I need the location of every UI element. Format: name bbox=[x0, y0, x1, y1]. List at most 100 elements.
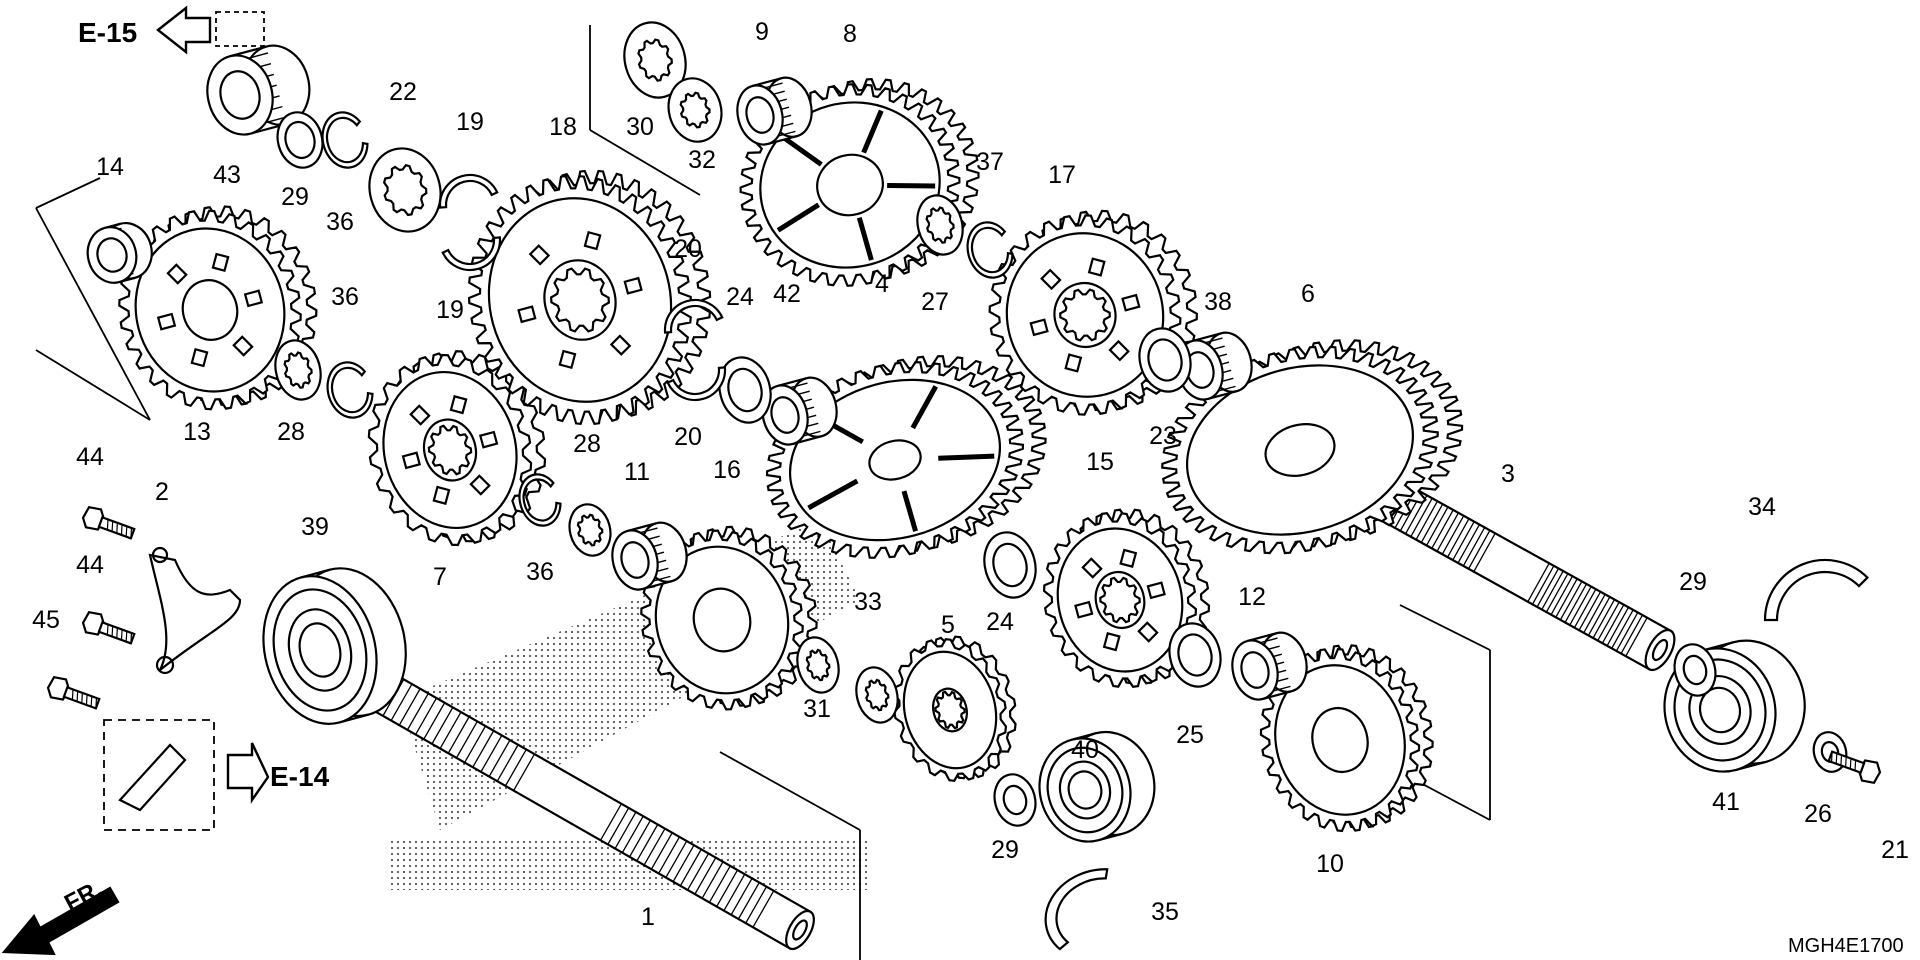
bolt-44-b bbox=[81, 610, 136, 645]
callout-6: 6 bbox=[1301, 280, 1315, 308]
gear-5 bbox=[892, 635, 1017, 782]
callout-39: 39 bbox=[301, 513, 329, 541]
callout-44: 44 bbox=[76, 443, 104, 471]
front-arrow-icon bbox=[1, 886, 120, 956]
callout-43: 43 bbox=[213, 161, 241, 189]
needle-bearing-42 bbox=[761, 376, 838, 446]
washer-24-a bbox=[718, 356, 772, 424]
callout-44: 44 bbox=[76, 551, 104, 579]
callout-10: 10 bbox=[1316, 850, 1344, 878]
callout-28: 28 bbox=[277, 418, 305, 446]
ref-e15-label[interactable]: E-15 bbox=[78, 17, 137, 48]
bushing-14 bbox=[86, 222, 153, 284]
bolt-45 bbox=[46, 675, 101, 710]
washer-22 bbox=[368, 147, 442, 233]
callout-29: 29 bbox=[1679, 568, 1707, 596]
washer-33 bbox=[855, 666, 899, 724]
washer-31 bbox=[796, 636, 840, 694]
callout-38: 38 bbox=[1204, 288, 1232, 316]
callout-26: 26 bbox=[1804, 800, 1832, 828]
gear-7 bbox=[367, 350, 547, 547]
callout-4: 4 bbox=[875, 270, 889, 298]
bearing-39 bbox=[262, 567, 407, 725]
callout-20: 20 bbox=[674, 235, 702, 263]
callout-45: 45 bbox=[32, 606, 60, 634]
callout-28: 28 bbox=[573, 430, 601, 458]
snap-ring-36-b bbox=[326, 361, 374, 419]
callout-23: 23 bbox=[1149, 422, 1177, 450]
stopper-ring-34 bbox=[1763, 558, 1869, 622]
callout-24: 24 bbox=[726, 283, 754, 311]
snap-ring-36-a bbox=[321, 111, 369, 169]
callout-36: 36 bbox=[331, 283, 359, 311]
cylinder-ref-icon bbox=[215, 11, 265, 47]
callout-35: 35 bbox=[1151, 898, 1179, 926]
ref-e14-label[interactable]: E-14 bbox=[270, 761, 330, 792]
callout-32: 32 bbox=[688, 146, 716, 174]
stopper-ring-35 bbox=[1044, 868, 1109, 951]
callout-22: 22 bbox=[389, 78, 417, 106]
bearing-40 bbox=[1038, 730, 1156, 843]
needle-bearing-11 bbox=[611, 521, 688, 591]
countershaft bbox=[1374, 478, 1676, 672]
callout-20: 20 bbox=[674, 423, 702, 451]
callout-16: 16 bbox=[713, 456, 741, 484]
callout-34: 34 bbox=[1748, 493, 1776, 521]
bolt-21 bbox=[1827, 750, 1882, 785]
washer-27 bbox=[916, 194, 964, 256]
callout-17: 17 bbox=[1048, 161, 1076, 189]
callout-19: 19 bbox=[436, 296, 464, 324]
gear-15 bbox=[1042, 508, 1211, 688]
callout-15: 15 bbox=[1086, 448, 1114, 476]
bearing-41 bbox=[1663, 639, 1806, 773]
gear-13 bbox=[118, 205, 318, 411]
callout-29: 29 bbox=[991, 836, 1019, 864]
washer-29-low bbox=[993, 773, 1037, 827]
ref-e14-arrow-icon[interactable] bbox=[226, 742, 270, 804]
callout-41: 41 bbox=[1712, 788, 1740, 816]
callout-27: 27 bbox=[921, 288, 949, 316]
needle-bearing-9 bbox=[736, 76, 813, 146]
half-ring-19-bot bbox=[441, 236, 502, 272]
callout-21: 21 bbox=[1881, 836, 1909, 864]
callout-8: 8 bbox=[843, 20, 857, 48]
callout-37: 37 bbox=[976, 148, 1004, 176]
gear-6 bbox=[1161, 339, 1464, 555]
callout-5: 5 bbox=[941, 611, 955, 639]
callout-19: 19 bbox=[456, 108, 484, 136]
callout-29: 29 bbox=[281, 183, 309, 211]
callout-2: 2 bbox=[155, 478, 169, 506]
bolt-44-a bbox=[81, 505, 136, 540]
gear-16 bbox=[640, 525, 818, 711]
half-ring-20-bot bbox=[666, 366, 727, 402]
diagram-code: MGH4E1700 bbox=[1788, 935, 1904, 957]
shift-arm-2 bbox=[148, 546, 242, 675]
bushing-43 bbox=[206, 44, 311, 136]
washer-28-b bbox=[568, 503, 612, 557]
washer-29-mid bbox=[1673, 643, 1717, 697]
callout-31: 31 bbox=[803, 695, 831, 723]
callout-18: 18 bbox=[549, 113, 577, 141]
callout-3: 3 bbox=[1501, 460, 1515, 488]
washer-26 bbox=[1812, 731, 1848, 773]
callout-42: 42 bbox=[773, 280, 801, 308]
half-ring-20-top bbox=[663, 298, 724, 334]
washer-32 bbox=[667, 77, 723, 143]
callout-14: 14 bbox=[96, 153, 124, 181]
gear-4 bbox=[765, 355, 1047, 559]
needle-bearing-12 bbox=[1231, 631, 1308, 701]
mainshaft bbox=[365, 669, 815, 951]
snap-ring-37 bbox=[966, 221, 1014, 279]
callout-36: 36 bbox=[326, 208, 354, 236]
gear-18 bbox=[467, 169, 712, 426]
assembly-lines bbox=[35, 25, 1491, 960]
callout-11: 11 bbox=[624, 458, 650, 486]
ref-e15-arrow-icon[interactable] bbox=[156, 5, 212, 55]
gear-10 bbox=[1259, 644, 1434, 833]
snap-ring-36-c bbox=[518, 473, 562, 527]
callout-9: 9 bbox=[755, 18, 769, 46]
callout-13: 13 bbox=[183, 418, 211, 446]
callout-7: 7 bbox=[433, 563, 447, 591]
callout-30: 30 bbox=[626, 113, 654, 141]
